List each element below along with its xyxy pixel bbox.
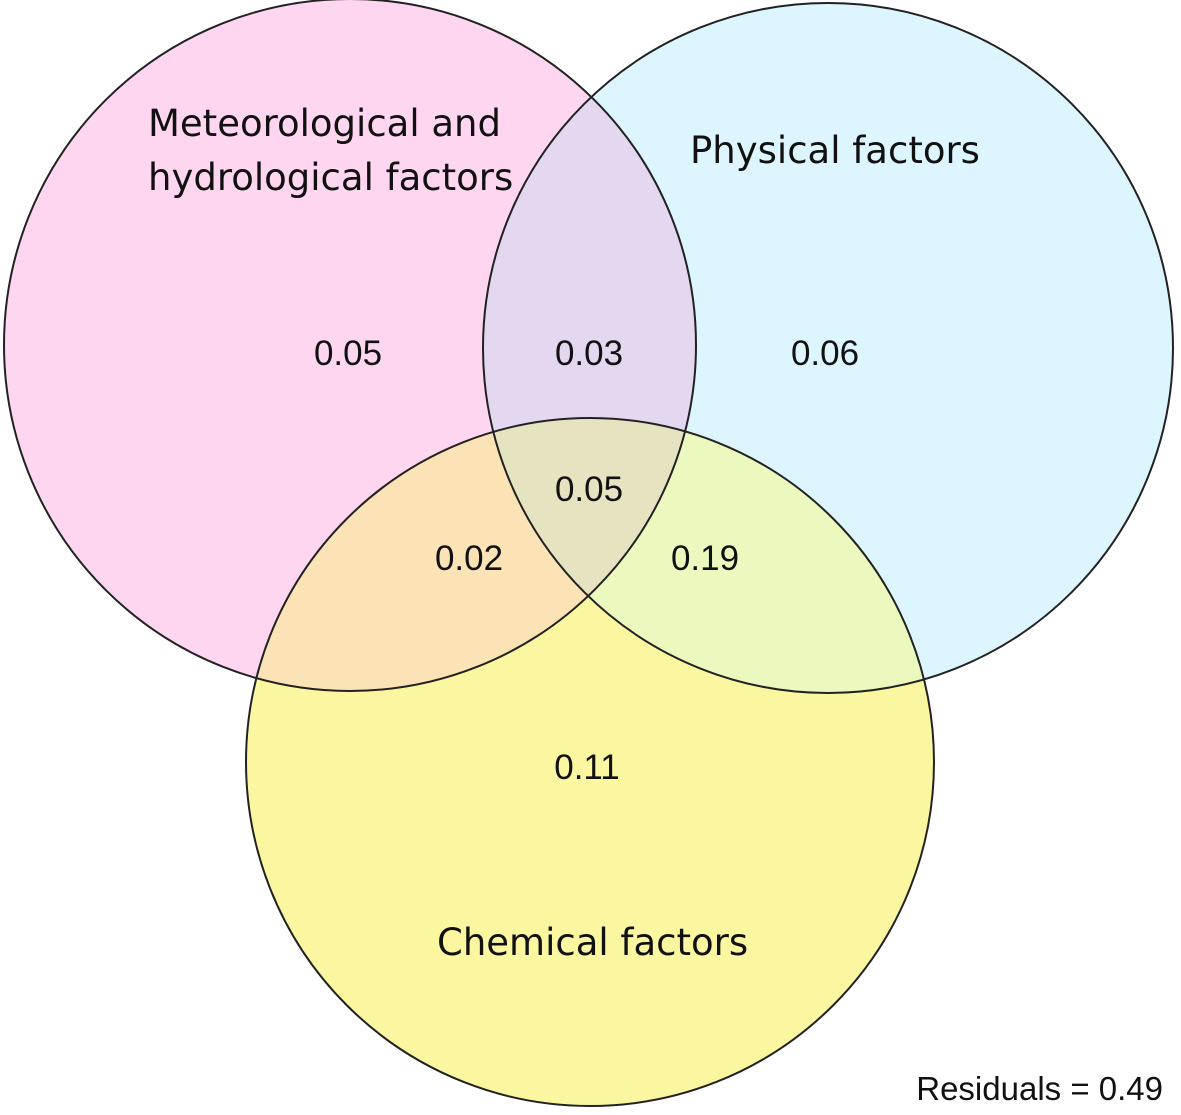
set-label-meteo-line-2: hydrological factors [148, 156, 513, 199]
region-value-all: 0.05 [555, 470, 623, 509]
region-value-chemical-only: 0.11 [554, 748, 620, 787]
region-value-meteo-physical: 0.03 [555, 334, 623, 373]
region-value-physical-only: 0.06 [791, 334, 859, 373]
residuals-label: Residuals = 0.49 [916, 1070, 1163, 1107]
overlap-meteo-chemical [246, 418, 696, 691]
outline-physical [482, 2, 1174, 694]
overlap-physical-chemical [483, 418, 934, 693]
set-label-physical: Physical factors [690, 129, 980, 172]
outline-chemical [245, 417, 935, 1107]
region-value-physical-chemical: 0.19 [671, 539, 739, 578]
set-label-meteo-line-1: Meteorological and [148, 102, 501, 145]
set-label-chemical: Chemical factors [437, 921, 748, 964]
region-value-meteo-only: 0.05 [314, 334, 382, 373]
region-value-meteo-chemical: 0.02 [435, 539, 503, 578]
outline-meteo [3, 0, 697, 692]
